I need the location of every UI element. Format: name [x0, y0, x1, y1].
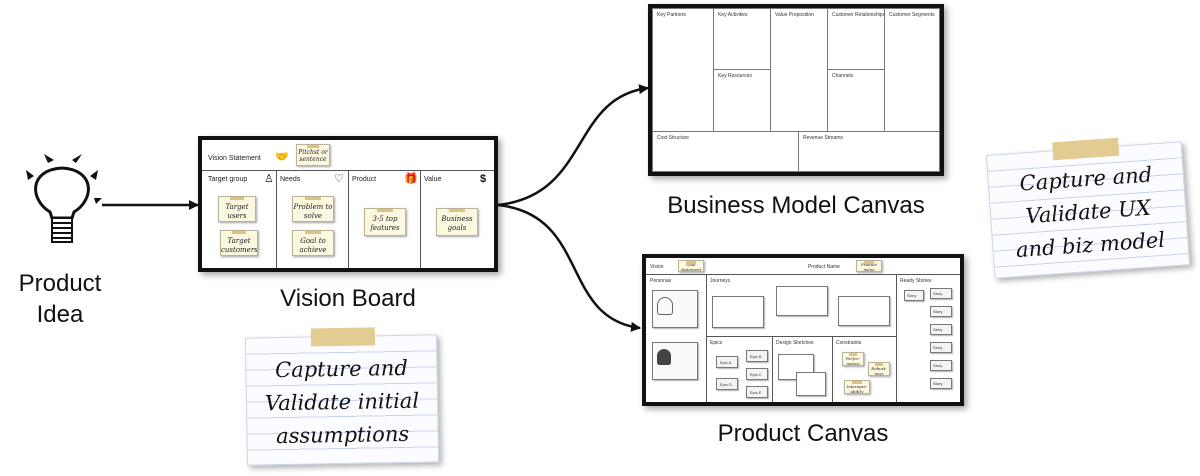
pc-personas-label: Personas	[650, 278, 672, 284]
divider	[706, 336, 896, 337]
story-card: Story	[930, 342, 952, 353]
journey-sketch	[838, 296, 890, 326]
pc-vision-sticky: Goal statement	[678, 260, 704, 272]
dollar-icon: $	[480, 173, 487, 185]
pc-journeys-label: Journeys	[710, 278, 731, 284]
note-initial-assumptions: Capture and Validate initial assumptions	[244, 327, 440, 466]
pc-ready-stories-label: Ready Stories	[900, 278, 932, 284]
divider	[772, 336, 773, 402]
bmc-customer-relationships: Customer Relationships	[827, 8, 885, 70]
product-canvas-caption: Product Canvas	[717, 420, 889, 447]
tape	[1052, 137, 1120, 161]
note-initial-assumptions-text: Capture and Validate initial assumptions	[264, 355, 420, 449]
pc-constraints-label: Constraints	[836, 340, 862, 346]
sticky-top-features: 3-5 top features	[364, 208, 406, 236]
needs-label: Needs	[280, 176, 301, 183]
bmc-channels: Channels	[827, 69, 885, 132]
product-canvas: Vision Goal statement Product Name Produ…	[642, 254, 964, 406]
handshake-icon: 🤝	[275, 151, 289, 163]
business-model-canvas-caption: Business Model Canvas	[667, 192, 925, 219]
heart-icon: ♡	[334, 173, 344, 185]
arrow-vision-to-bmc	[497, 84, 649, 207]
story-card: Story	[930, 324, 952, 335]
pc-product-name-sticky: Product name	[856, 260, 882, 272]
lightbulb-icon	[26, 154, 102, 243]
story-card: Story	[904, 290, 924, 301]
persona-face-icon	[657, 297, 673, 315]
persona-card	[652, 342, 698, 380]
epic-card: Epic D	[716, 378, 738, 390]
divider	[646, 274, 960, 275]
story-card: Story	[930, 360, 952, 371]
constraint-sticky: Perfor-mance	[842, 352, 864, 366]
epic-card: Epic B	[746, 350, 768, 362]
story-card: Story	[930, 288, 952, 299]
sticky-goal-to-achieve: Goal to achieve	[292, 230, 334, 256]
arrow-vision-to-product-canvas	[497, 203, 641, 332]
bmc-customer-segments: Customer Segments	[884, 8, 940, 132]
sticky-target-customers: Target customers	[220, 230, 258, 256]
vision-sticky: Pitchst or sentence	[296, 144, 330, 166]
person-icon: ♙	[264, 173, 274, 185]
sticky-problem-to-solve: Problem to solve	[292, 196, 334, 222]
gift-icon: 🎁	[404, 173, 418, 185]
bmc-cost-structure: Cost Structure	[652, 131, 799, 172]
product-label: Product	[352, 176, 377, 183]
sticky-business-goals: Business goals	[436, 208, 478, 236]
journey-sketch	[712, 296, 764, 328]
divider	[896, 274, 897, 402]
sticky-target-users: Target users	[218, 196, 256, 222]
journey-sketch	[776, 286, 828, 316]
divider	[832, 336, 833, 402]
divider	[706, 274, 707, 402]
design-sketch	[796, 372, 826, 396]
story-card: Story	[930, 306, 952, 317]
vision-statement-label: Vision Statement	[208, 155, 261, 162]
bmc-revenue-streams: Revenue Streams	[798, 131, 940, 172]
note-ux-biz-model: Capture and Validate UX and biz model	[985, 137, 1191, 279]
product-idea-label: Product Idea	[18, 270, 102, 328]
divider	[420, 170, 421, 268]
bmc-value-proposition: Value Proposition	[770, 8, 828, 132]
epic-card: Epic E	[746, 386, 768, 398]
epic-card: Epic C	[746, 368, 768, 380]
bmc-key-partners: Key Partners	[652, 8, 714, 132]
vision-board-caption: Vision Board	[280, 285, 416, 312]
persona-card	[652, 290, 698, 328]
tape	[310, 327, 376, 347]
bmc-key-resources: Key Resources	[713, 69, 771, 132]
value-label: Value	[424, 176, 442, 183]
constraint-sticky: Robust-ness	[868, 362, 890, 376]
epic-card: Epic A	[716, 356, 738, 368]
vision-board: Vision Statement 🤝 Pitchst or sentence T…	[198, 136, 498, 272]
story-card: Story	[930, 378, 952, 389]
constraint-sticky: Interoper-ability	[844, 380, 870, 394]
target-group-label: Target group	[208, 176, 248, 183]
business-model-canvas: Key Partners Key Activities Key Resource…	[648, 4, 944, 176]
pc-epics-label: Epics	[710, 340, 723, 346]
note-ux-biz-model-text: Capture and Validate UX and biz model	[1015, 162, 1166, 263]
pc-design-sketches-label: Design Sketches	[776, 340, 814, 346]
divider	[348, 170, 349, 268]
bmc-key-activities: Key Activities	[713, 8, 771, 70]
divider	[276, 170, 277, 268]
pc-vision-label: Vision	[650, 264, 664, 270]
persona-face-icon	[657, 349, 671, 365]
pc-product-name-label: Product Name	[808, 264, 840, 270]
